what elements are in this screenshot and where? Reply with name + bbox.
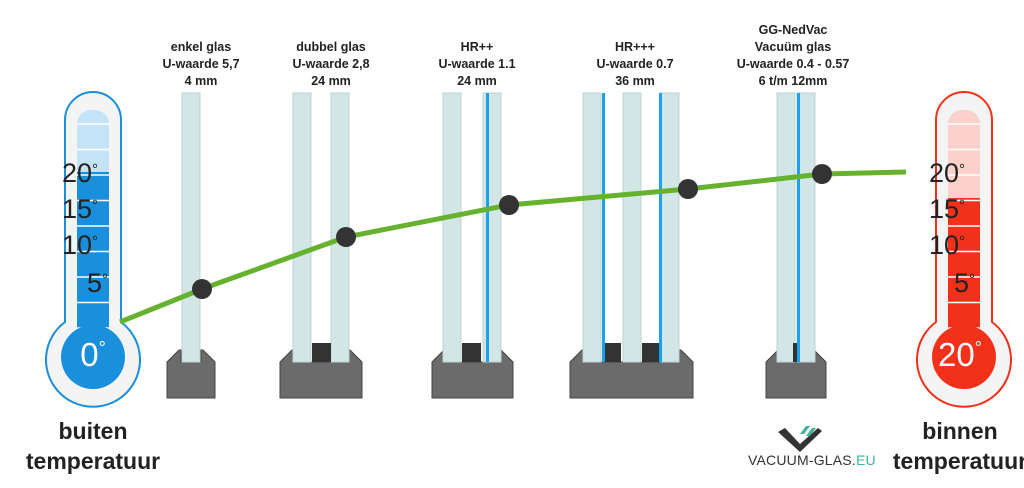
temperature-dot	[336, 227, 356, 247]
label-line: 36 mm	[615, 74, 655, 88]
thermometer	[916, 91, 1012, 408]
glass-pane	[776, 92, 796, 363]
low-e-coating	[659, 93, 662, 362]
glass-unit	[431, 92, 514, 399]
thermometer-tick: 20°	[62, 158, 99, 188]
low-e-coating	[486, 93, 489, 362]
logo-text: VACUUM-GLAS.EU	[748, 452, 876, 468]
spacer	[642, 343, 661, 362]
label-line: Vacuüm glas	[754, 40, 832, 54]
label-line: enkel glas	[170, 40, 232, 54]
thermometer	[45, 91, 141, 408]
glass-type-label: HR+++ U-waarde 0.7 36 mm	[545, 39, 725, 90]
thermometer-tick: 5°	[87, 268, 109, 298]
temperature-dot	[192, 279, 212, 299]
glass-unit	[569, 92, 694, 399]
glass-pane	[482, 92, 502, 363]
window-frame	[166, 349, 216, 399]
thermometer-tick: 5°	[954, 268, 976, 298]
label-line: 6 t/m 12mm	[758, 74, 828, 88]
thermometer-tick: 10°	[929, 230, 966, 260]
glass-pane	[442, 92, 462, 363]
label-line: U-waarde 0.4 - 0.57	[736, 57, 850, 71]
thermometer-tick: 15°	[62, 194, 99, 224]
glass-unit	[279, 92, 363, 399]
glass-type-label: HR++ U-waarde 1.1 24 mm	[387, 39, 567, 90]
low-e-coating	[797, 93, 800, 362]
glass-unit	[765, 92, 827, 399]
low-e-coating	[602, 93, 605, 362]
thermometer-bulb	[932, 325, 996, 389]
spacer	[793, 343, 797, 362]
thermometer-tick: 15°	[929, 194, 966, 224]
glass-unit	[166, 92, 216, 399]
label-line: 24 mm	[311, 74, 351, 88]
spacer	[462, 343, 481, 362]
temperature-dot	[678, 179, 698, 199]
label-line: GG-NedVac	[758, 23, 828, 37]
temperature-dot	[499, 195, 519, 215]
label-line: 24 mm	[457, 74, 497, 88]
thermometer-tick: 10°	[62, 230, 99, 260]
bulb-temperature: 20°	[938, 336, 982, 373]
temperature-dot	[812, 164, 832, 184]
glass-pane	[622, 92, 642, 363]
label-line: U-waarde 1.1	[438, 57, 516, 71]
glass-pane	[582, 92, 602, 363]
label-line: HR+++	[615, 40, 655, 54]
logo-check-icon	[778, 426, 822, 452]
spacer	[312, 343, 331, 362]
spacer	[602, 343, 621, 362]
label-line: 4 mm	[184, 74, 218, 88]
label-line: dubbel glas	[296, 40, 366, 54]
label-line: HR++	[460, 40, 494, 54]
thermometer-tick: 20°	[929, 158, 966, 188]
glass-pane	[181, 92, 201, 363]
glass-pane	[660, 92, 680, 363]
bulb-temperature: 0°	[80, 336, 106, 373]
label-line: U-waarde 0.7	[596, 57, 674, 71]
label-line: U-waarde 5,7	[162, 57, 240, 71]
label-line: U-waarde 2,8	[292, 57, 370, 71]
thermometer-bulb	[61, 325, 125, 389]
glass-pane	[292, 92, 312, 363]
